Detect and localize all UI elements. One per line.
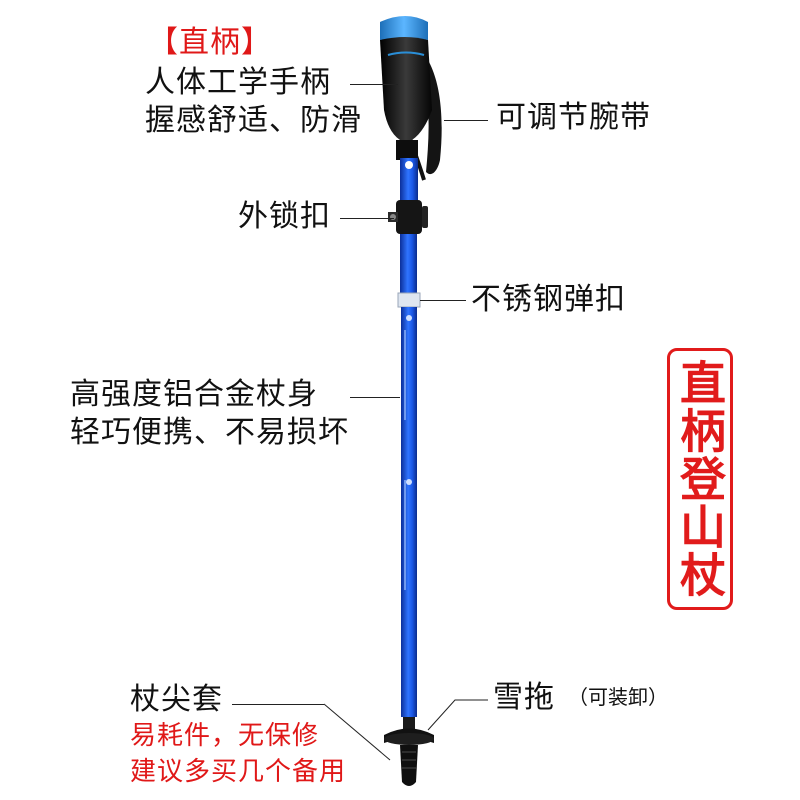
handle-line-1: 人体工学手柄 — [145, 65, 331, 100]
product-name: 直柄登山杖 — [673, 359, 727, 599]
product-name-badge: 直柄登山杖 — [667, 348, 733, 610]
tip-cover — [400, 745, 418, 786]
snow-basket — [384, 717, 434, 745]
outer-lock — [388, 200, 428, 234]
handle-title: 【直柄】 — [148, 25, 272, 60]
snow-basket-note: （可装卸） — [568, 685, 668, 709]
tip-note-1: 易耗件，无保修 — [130, 721, 320, 751]
tip-cover-callout-line — [232, 704, 324, 705]
shaft-line-1: 高强度铝合金杖身 — [70, 377, 318, 412]
steel-clip-callout-line — [420, 300, 466, 301]
outer-lock-label: 外锁扣 — [238, 199, 331, 234]
steel-clip-label: 不锈钢弹扣 — [471, 282, 626, 317]
wrist-strap-callout-line — [444, 120, 488, 121]
lower-shaft — [401, 307, 417, 717]
tip-cover-label: 杖尖套 — [130, 682, 223, 717]
shaft-line-2: 轻巧便携、不易损坏 — [70, 415, 349, 450]
tip-note-2: 建议多买几个备用 — [130, 757, 347, 787]
middle-shaft — [400, 234, 417, 294]
outer-lock-callout-line — [340, 218, 394, 219]
snow-basket-label: 雪拖 — [493, 680, 555, 715]
upper-shaft — [400, 158, 418, 208]
handle-line-2: 握感舒适、防滑 — [145, 103, 362, 138]
wrist-strap-label: 可调节腕带 — [496, 100, 651, 135]
handle-grip — [380, 16, 432, 160]
handle-callout-line — [350, 84, 398, 85]
shaft-callout-line — [350, 397, 400, 398]
